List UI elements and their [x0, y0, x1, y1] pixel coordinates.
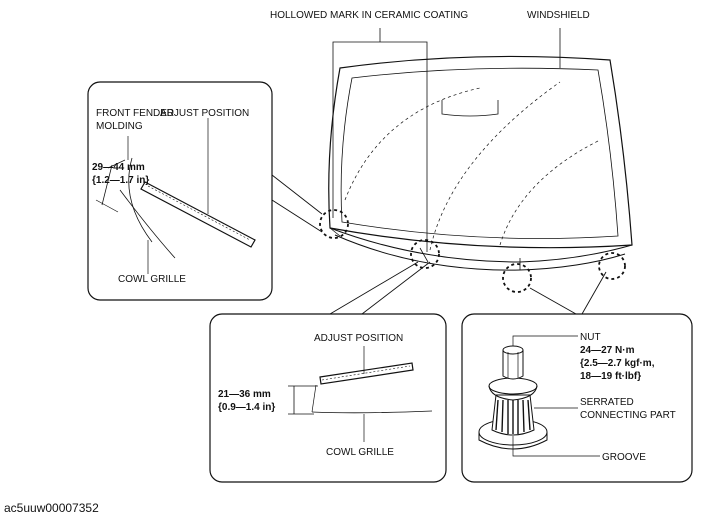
hollowed-mark-leader: [332, 28, 561, 252]
mid-dim-mm: 21—36 mm: [218, 389, 271, 400]
callout-circles: [319, 209, 626, 293]
front-fender-label-2: MOLDING: [96, 121, 143, 132]
windshield-drawing: [328, 55, 633, 271]
serrated-label-1: SERRATED: [580, 397, 634, 408]
mid-adjust-position-label: ADJUST POSITION: [314, 333, 403, 344]
torque-line-1: 24—27 N·m: [580, 345, 635, 356]
left-detail-panel: [87, 81, 323, 301]
middle-detail-panel: [209, 261, 447, 483]
left-cowl-grille-label: COWL GRILLE: [118, 274, 186, 285]
serrated-label-2: CONNECTING PART: [580, 410, 676, 421]
windshield-label: WINDSHIELD: [527, 10, 590, 21]
groove-label: GROOVE: [602, 452, 646, 463]
mid-cowl-grille-label: COWL GRILLE: [326, 447, 394, 458]
front-fender-label-1: FRONT FENDER: [96, 108, 174, 119]
left-adjust-position-label: ADJUST POSITION: [160, 108, 249, 119]
right-detail-panel: [461, 271, 693, 483]
figure-id: ac5uuw00007352: [4, 501, 99, 515]
hollowed-mark-label: HOLLOWED MARK IN CERAMIC COATING: [270, 10, 468, 21]
mid-dim-in: {0.9—1.4 in}: [218, 402, 275, 413]
nut-label: NUT: [580, 332, 601, 343]
left-dim-mm: 29—44 mm: [92, 162, 145, 173]
torque-line-2: {2.5—2.7 kgf·m,: [580, 358, 655, 369]
torque-line-3: 18—19 ft·lbf}: [580, 371, 641, 382]
left-dim-in: {1.2—1.7 in}: [92, 175, 149, 186]
